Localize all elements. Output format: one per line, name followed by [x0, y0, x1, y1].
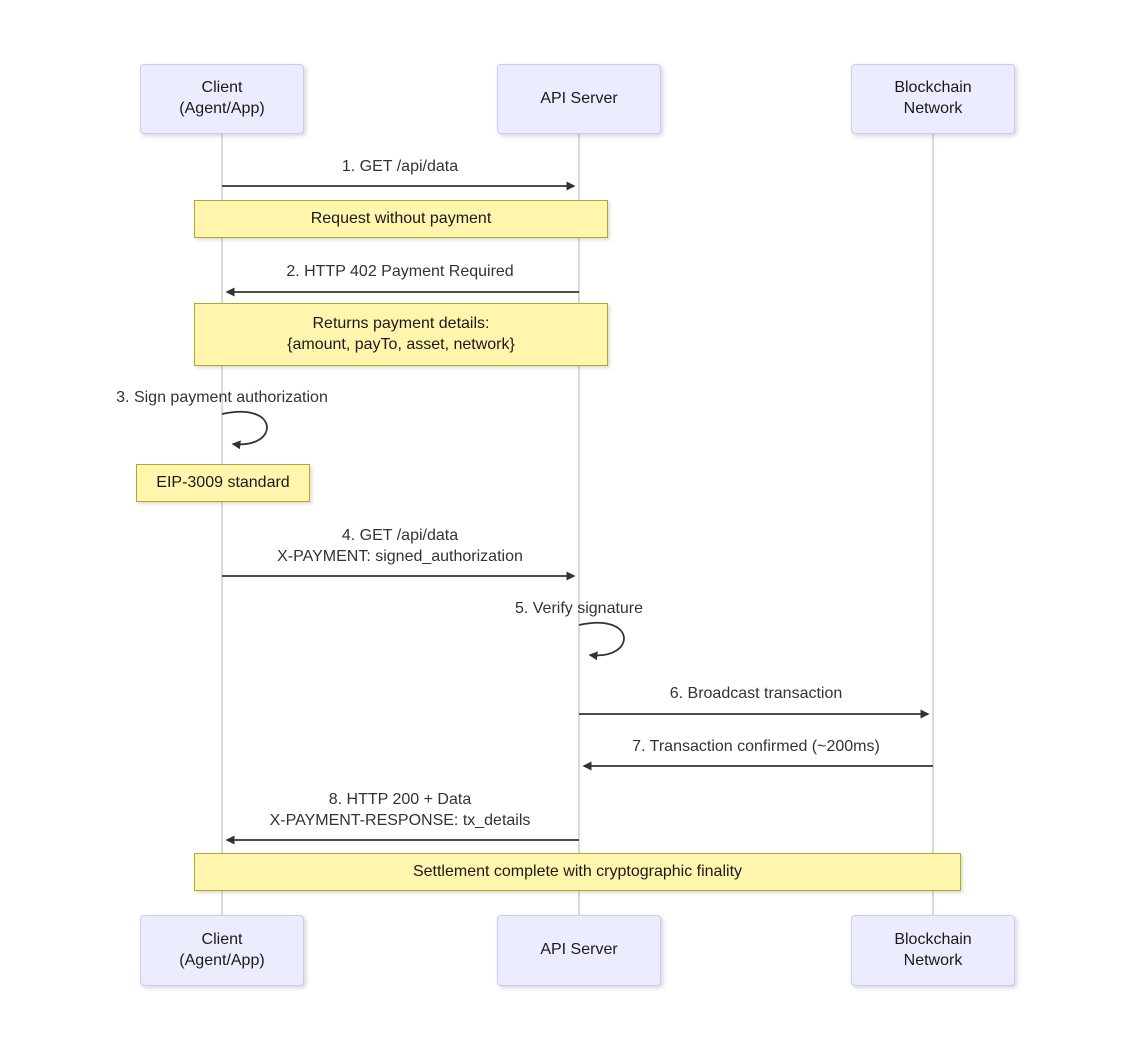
- actor-client-bottom: Client (Agent/App): [140, 915, 304, 986]
- note-request-without-payment: Request without payment: [194, 200, 608, 238]
- note-payment-details: Returns payment details: {amount, payTo,…: [194, 303, 608, 366]
- note-eip-3009-standard: EIP-3009 standard: [136, 464, 310, 502]
- actor-blockchain-top: Blockchain Network: [851, 64, 1015, 134]
- message-label-1: 1. GET /api/data: [341, 158, 459, 175]
- message-label-4: 4. GET /api/data X-PAYMENT: signed_autho…: [277, 527, 523, 565]
- message-label-6: 6. Broadcast transaction: [669, 685, 843, 702]
- message-label-7: 7. Transaction confirmed (~200ms): [632, 738, 880, 755]
- message-arrow-3-self-loop: [221, 411, 268, 450]
- actor-client-top: Client (Agent/App): [140, 64, 304, 134]
- message-label-5: 5. Verify signature: [514, 600, 644, 617]
- message-label-2: 2. HTTP 402 Payment Required: [286, 263, 514, 280]
- note-settlement-complete: Settlement complete with cryptographic f…: [194, 853, 961, 891]
- message-arrow-5-self-loop: [578, 622, 625, 661]
- actor-blockchain-bottom: Blockchain Network: [851, 915, 1015, 986]
- actor-api-server-bottom: API Server: [497, 915, 661, 986]
- message-label-8: 8. HTTP 200 + Data X-PAYMENT-RESPONSE: t…: [269, 791, 531, 829]
- actor-api-server-top: API Server: [497, 64, 661, 134]
- message-label-3: 3. Sign payment authorization: [116, 389, 328, 406]
